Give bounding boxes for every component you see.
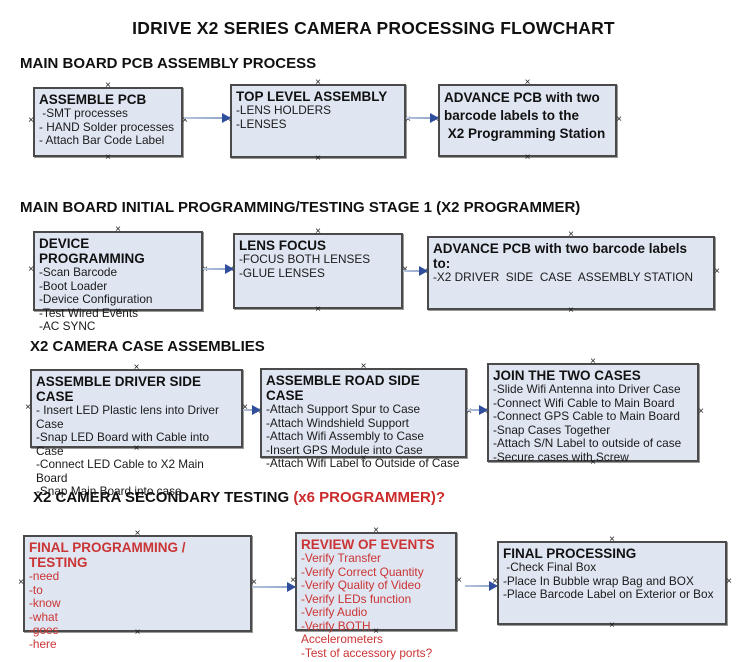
connector-handle-icon: × xyxy=(315,77,321,88)
box-items: -X2 DRIVER SIDE CASE ASSEMBLY STATION xyxy=(433,270,694,284)
flow-box-final-processing: FINAL PROCESSING -Check Final Box -Place… xyxy=(492,535,732,631)
box-items: - Insert LED Plastic lens into Driver Ca… xyxy=(36,403,219,498)
connector-handle-icon: × xyxy=(28,264,34,275)
connector-handle-icon: × xyxy=(315,153,321,164)
connector-handle-icon: × xyxy=(105,80,111,91)
page-title: IDRIVE X2 SERIES CAMERA PROCESSING FLOWC… xyxy=(132,18,615,38)
connector-handle-icon: × xyxy=(524,152,531,163)
flow-arrow xyxy=(465,581,498,591)
flow-box-advance-pcb-programming-station: ADVANCE PCB with two barcode labels to t… xyxy=(433,78,622,163)
section-heading-text: MAIN BOARD INITIAL PROGRAMMING/TESTING S… xyxy=(20,199,581,216)
section-heading-secondary-testing: X2 CAMERA SECONDARY TESTING (x6 PROGRAMM… xyxy=(33,489,445,506)
box-title: LENS FOCUS xyxy=(239,238,327,253)
connector-handle-icon: × xyxy=(609,534,615,545)
flow-box-review-of-events: REVIEW OF EVENTS -Verify Transfer -Verif… xyxy=(290,526,462,660)
connector-handle-icon: × xyxy=(105,152,111,163)
connector-handle-icon: × xyxy=(315,304,321,315)
flow-box-assemble-road-side-case: ASSEMBLE ROAD SIDE CASE -Attach Support … xyxy=(255,362,472,470)
flow-box-join-the-two-cases: JOIN THE TWO CASES -Slide Wifi Antenna i… xyxy=(482,357,704,468)
connector-handle-icon: × xyxy=(616,113,622,125)
connector-handle-icon: × xyxy=(115,306,121,317)
flow-arrow xyxy=(184,113,231,123)
box-title: DEVICE PROGRAMMING xyxy=(39,236,145,266)
flow-box-final-programming-testing: FINAL PROGRAMMING / TESTING -need -to -k… xyxy=(18,529,257,651)
box-items: -Scan Barcode -Boot Loader -Device Confi… xyxy=(39,265,153,333)
section-heading-pcb-assembly: MAIN BOARD PCB ASSEMBLY PROCESS xyxy=(20,55,316,72)
box-title: ASSEMBLE PCB xyxy=(39,92,147,107)
connector-handle-icon: × xyxy=(590,356,596,367)
box-items: -Check Final Box -Place In Bubble wrap B… xyxy=(503,560,714,601)
connector-handle-icon: × xyxy=(714,266,720,277)
connector-handle-icon: × xyxy=(315,226,321,237)
connector-handle-icon: × xyxy=(360,361,367,372)
box-items: -LENS HOLDERS -LENSES xyxy=(236,103,332,131)
connector-handle-icon: × xyxy=(524,77,531,88)
connector-handle-icon: × xyxy=(25,401,31,413)
connector-handle-icon: × xyxy=(456,574,462,586)
box-title: FINAL PROGRAMMING / TESTING xyxy=(29,540,190,570)
connector-handle-icon: × xyxy=(568,305,574,316)
flow-box-top-level-assembly: TOP LEVEL ASSEMBLY -LENS HOLDERS -LENSES… xyxy=(225,78,411,164)
connector-handle-icon: × xyxy=(466,406,472,417)
section-heading-text: MAIN BOARD PCB ASSEMBLY PROCESS xyxy=(20,55,317,72)
flow-arrow xyxy=(203,264,234,274)
box-title: FINAL PROCESSING xyxy=(503,546,637,561)
section-heading-initial-programming: MAIN BOARD INITIAL PROGRAMMING/TESTING S… xyxy=(20,199,580,216)
connector-handle-icon: × xyxy=(568,229,574,240)
connector-handle-icon: × xyxy=(290,574,296,586)
connector-handle-icon: × xyxy=(133,443,140,454)
flow-arrow xyxy=(467,405,488,415)
flow-box-assemble-pcb: ASSEMBLE PCB -SMT processes - HAND Solde… xyxy=(28,81,188,163)
flow-box-device-programming: DEVICE PROGRAMMING -Scan Barcode -Boot L… xyxy=(28,225,208,333)
box-items: -Attach Support Spur to Case -Attach Win… xyxy=(266,402,460,470)
flow-arrow xyxy=(252,582,296,592)
connector-handle-icon: × xyxy=(18,576,24,588)
connector-handle-icon: × xyxy=(360,453,367,464)
connector-handle-icon: × xyxy=(401,265,409,275)
connector-handle-icon: × xyxy=(134,528,141,539)
connector-handle-icon: × xyxy=(115,224,121,235)
connector-handle-icon: × xyxy=(28,115,34,126)
connector-handle-icon: × xyxy=(373,626,379,637)
flow-box-lens-focus: LENS FOCUS -FOCUS BOTH LENSES -GLUE LENS… xyxy=(228,227,408,315)
box-title: TOP LEVEL ASSEMBLY xyxy=(236,89,388,104)
box-title: ASSEMBLE DRIVER SIDE CASE xyxy=(36,374,205,404)
connector-handle-icon: × xyxy=(242,401,248,413)
section-heading-red-text: (x6 PROGRAMMER)? xyxy=(293,489,445,506)
section-heading-case-assemblies: X2 CAMERA CASE ASSEMBLIES xyxy=(30,338,265,355)
connector-handle-icon: × xyxy=(133,362,140,373)
box-title: JOIN THE TWO CASES xyxy=(493,368,641,383)
box-items: -need -to -know -what -goes -here xyxy=(29,569,61,651)
connector-handle-icon: × xyxy=(726,576,732,587)
connector-handle-icon: × xyxy=(373,525,379,536)
connector-handle-icon: × xyxy=(405,114,411,125)
connector-handle-icon: × xyxy=(590,457,596,468)
section-heading-text: X2 CAMERA CASE ASSEMBLIES xyxy=(30,338,265,355)
connector-handle-icon: × xyxy=(182,115,188,126)
connector-handle-icon: × xyxy=(134,627,141,638)
box-items: -Verify Transfer -Verify Correct Quantit… xyxy=(301,551,433,660)
box-title: ADVANCE PCB with two barcode labels to: xyxy=(433,241,691,271)
flow-arrow xyxy=(406,113,439,123)
connector-handle-icon: × xyxy=(251,576,257,588)
flow-arrow xyxy=(243,405,261,415)
box-title: ASSEMBLE ROAD SIDE CASE xyxy=(266,373,424,403)
box-items: -SMT processes - HAND Solder processes -… xyxy=(39,106,175,147)
connector-handle-icon: × xyxy=(698,405,704,417)
connector-handle-icon: × xyxy=(609,620,615,631)
flow-arrow xyxy=(403,266,428,276)
flow-box-assemble-driver-side-case: ASSEMBLE DRIVER SIDE CASE - Insert LED P… xyxy=(25,363,248,498)
box-title: ADVANCE PCB with two barcode labels to t… xyxy=(444,90,606,141)
box-title: REVIEW OF EVENTS xyxy=(301,537,435,552)
box-items: -FOCUS BOTH LENSES -GLUE LENSES xyxy=(239,252,371,280)
section-heading-text: X2 CAMERA SECONDARY TESTING xyxy=(33,489,294,506)
flow-box-advance-pcb-driver-side: ADVANCE PCB with two barcode labels to: … xyxy=(422,230,720,316)
box-items: -Slide Wifi Antenna into Driver Case -Co… xyxy=(493,382,682,464)
